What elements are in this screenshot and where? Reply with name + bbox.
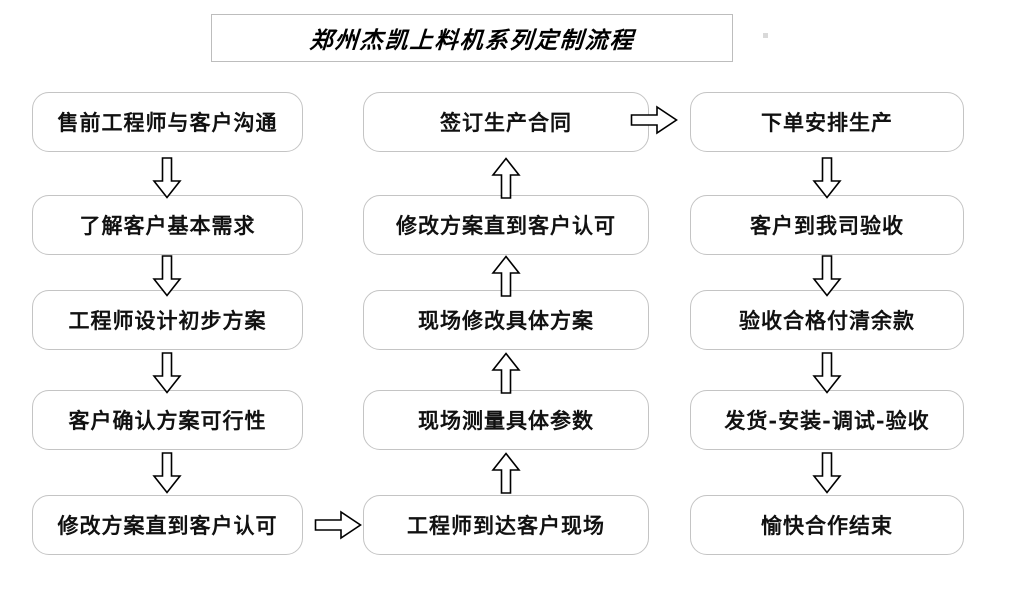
arrow-right-icon bbox=[630, 105, 678, 135]
node-m4[interactable]: 现场测量具体参数 bbox=[363, 390, 649, 450]
node-m4-label: 现场测量具体参数 bbox=[418, 408, 594, 433]
node-m5[interactable]: 工程师到达客户现场 bbox=[363, 495, 649, 555]
node-m1[interactable]: 签订生产合同 bbox=[363, 92, 649, 152]
arrow-down-icon bbox=[152, 452, 182, 494]
node-l3-label: 工程师设计初步方案 bbox=[68, 308, 267, 333]
node-r4-label: 发货-安装-调试-验收 bbox=[724, 408, 930, 433]
arrow-down-icon bbox=[812, 452, 842, 494]
stray-mark bbox=[763, 33, 768, 38]
node-l1[interactable]: 售前工程师与客户沟通 bbox=[32, 92, 303, 152]
node-l2[interactable]: 了解客户基本需求 bbox=[32, 195, 303, 255]
node-m5-label: 工程师到达客户现场 bbox=[407, 513, 605, 538]
arrow-down-icon bbox=[812, 157, 842, 199]
node-l5-label: 修改方案直到客户认可 bbox=[57, 513, 278, 538]
node-r3-label: 验收合格付清余款 bbox=[739, 308, 915, 333]
node-m1-label: 签订生产合同 bbox=[440, 110, 572, 135]
arrow-up-icon bbox=[491, 157, 521, 199]
node-l4-label: 客户确认方案可行性 bbox=[68, 408, 267, 433]
node-l2-label: 了解客户基本需求 bbox=[79, 213, 256, 238]
node-m3-label: 现场修改具体方案 bbox=[418, 308, 594, 333]
node-r4[interactable]: 发货-安装-调试-验收 bbox=[690, 390, 964, 450]
node-l3[interactable]: 工程师设计初步方案 bbox=[32, 290, 303, 350]
node-m2-label: 修改方案直到客户认可 bbox=[396, 213, 616, 238]
node-r1-label: 下单安排生产 bbox=[761, 110, 893, 135]
node-m3[interactable]: 现场修改具体方案 bbox=[363, 290, 649, 350]
arrow-down-icon bbox=[152, 255, 182, 297]
arrow-right-icon bbox=[314, 510, 362, 540]
node-r2[interactable]: 客户到我司验收 bbox=[690, 195, 964, 255]
node-l5[interactable]: 修改方案直到客户认可 bbox=[32, 495, 303, 555]
node-r3[interactable]: 验收合格付清余款 bbox=[690, 290, 964, 350]
arrow-up-icon bbox=[491, 352, 521, 394]
node-r1[interactable]: 下单安排生产 bbox=[690, 92, 964, 152]
arrow-up-icon bbox=[491, 255, 521, 297]
arrow-down-icon bbox=[152, 157, 182, 199]
arrow-down-icon bbox=[152, 352, 182, 394]
node-r5-label: 愉快合作结束 bbox=[761, 513, 893, 538]
chart-title-box: 郑州杰凯上料机系列定制流程 bbox=[211, 14, 733, 62]
node-r2-label: 客户到我司验收 bbox=[750, 213, 904, 238]
node-l4[interactable]: 客户确认方案可行性 bbox=[32, 390, 303, 450]
arrow-down-icon bbox=[812, 255, 842, 297]
node-r5[interactable]: 愉快合作结束 bbox=[690, 495, 964, 555]
arrow-down-icon bbox=[812, 352, 842, 394]
arrow-up-icon bbox=[491, 452, 521, 494]
node-m2[interactable]: 修改方案直到客户认可 bbox=[363, 195, 649, 255]
node-l1-label: 售前工程师与客户沟通 bbox=[57, 110, 278, 135]
chart-title-text: 郑州杰凯上料机系列定制流程 bbox=[308, 27, 636, 54]
